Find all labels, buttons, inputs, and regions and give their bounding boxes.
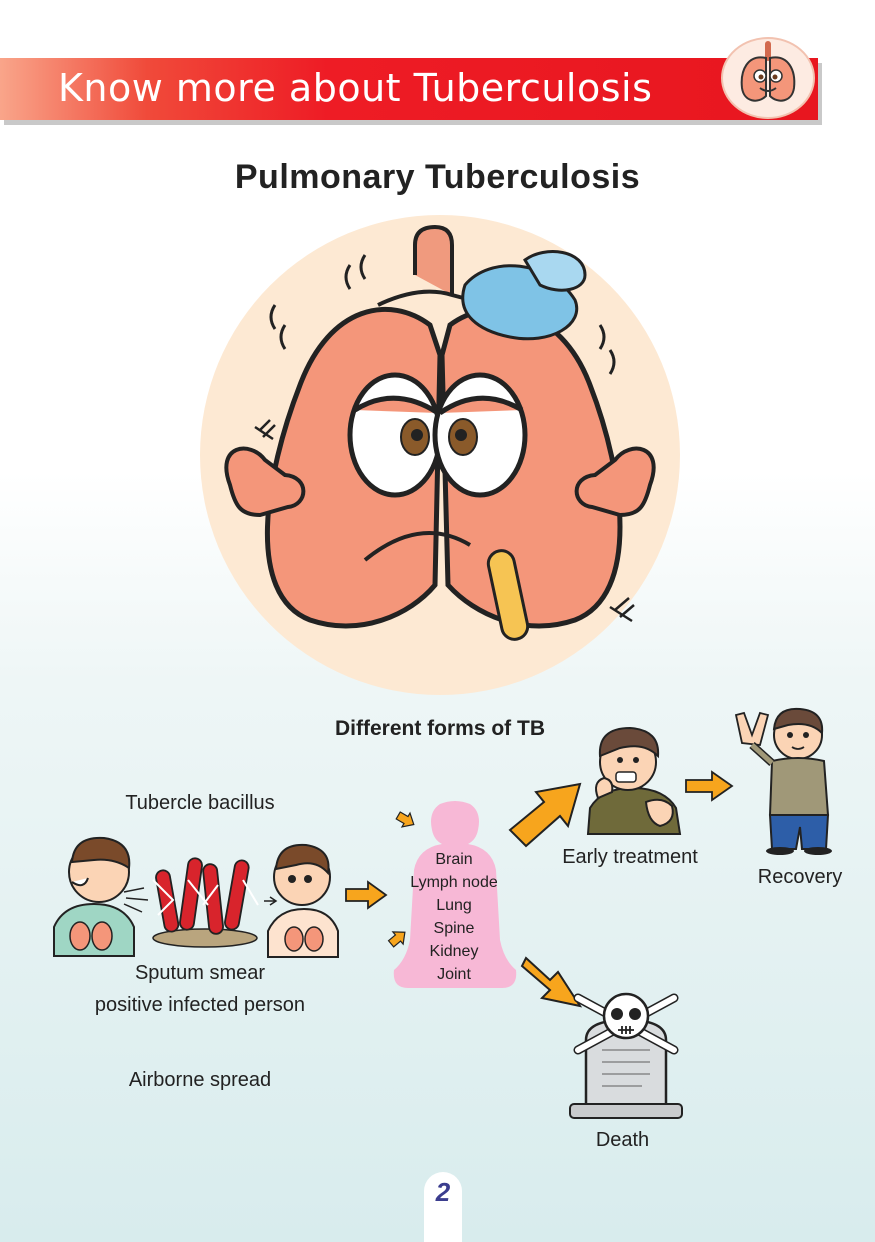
coughing-person-icon [53, 836, 149, 957]
bacilli-icon [152, 857, 259, 948]
lung-mascot-icon [721, 37, 815, 119]
sputum-label-line2: positive infected person [94, 994, 306, 1016]
page-number-tab: 2 [424, 1172, 462, 1242]
organ-item: Joint [437, 966, 471, 983]
airborne-label: Airborne spread [128, 1069, 272, 1091]
header-banner: Know more about Tuberculosis [0, 58, 818, 120]
recovered-person-icon [734, 707, 832, 855]
organ-item: Spine [433, 920, 475, 937]
header-title: Know more about Tuberculosis [58, 66, 653, 110]
infected-person-icon [264, 843, 339, 958]
bacillus-label: Tubercle bacillus [125, 792, 275, 814]
tombstone-skull-icon [569, 992, 683, 1119]
treatment-person-icon [586, 726, 682, 835]
arrow-small-icon [395, 811, 415, 828]
organ-list: Brain Lymph node Lung Spine Kidney Joint [402, 848, 506, 986]
page-title: Pulmonary Tuberculosis [234, 158, 641, 196]
organ-item: Kidney [429, 943, 479, 960]
body-silhouette-icon [393, 801, 517, 988]
sputum-label-line1: Sputum smear [134, 962, 266, 984]
page-number: 2 [435, 1177, 451, 1207]
organ-item: Brain [435, 851, 473, 868]
death-label: Death [595, 1129, 650, 1151]
arrow-right-icon [685, 770, 734, 802]
arrow-down-right-icon [520, 956, 583, 1008]
arrow-up-right-icon [508, 782, 582, 848]
sick-lungs-icon [200, 215, 680, 695]
early-treatment-label: Early treatment [562, 846, 698, 868]
diagram-title: Different forms of TB [335, 717, 545, 740]
recovery-label: Recovery [757, 866, 843, 888]
arrow-small-icon [387, 931, 406, 948]
organ-item: Lung [436, 897, 472, 914]
organ-item: Lymph node [410, 874, 498, 891]
arrow-right-icon [345, 880, 388, 910]
